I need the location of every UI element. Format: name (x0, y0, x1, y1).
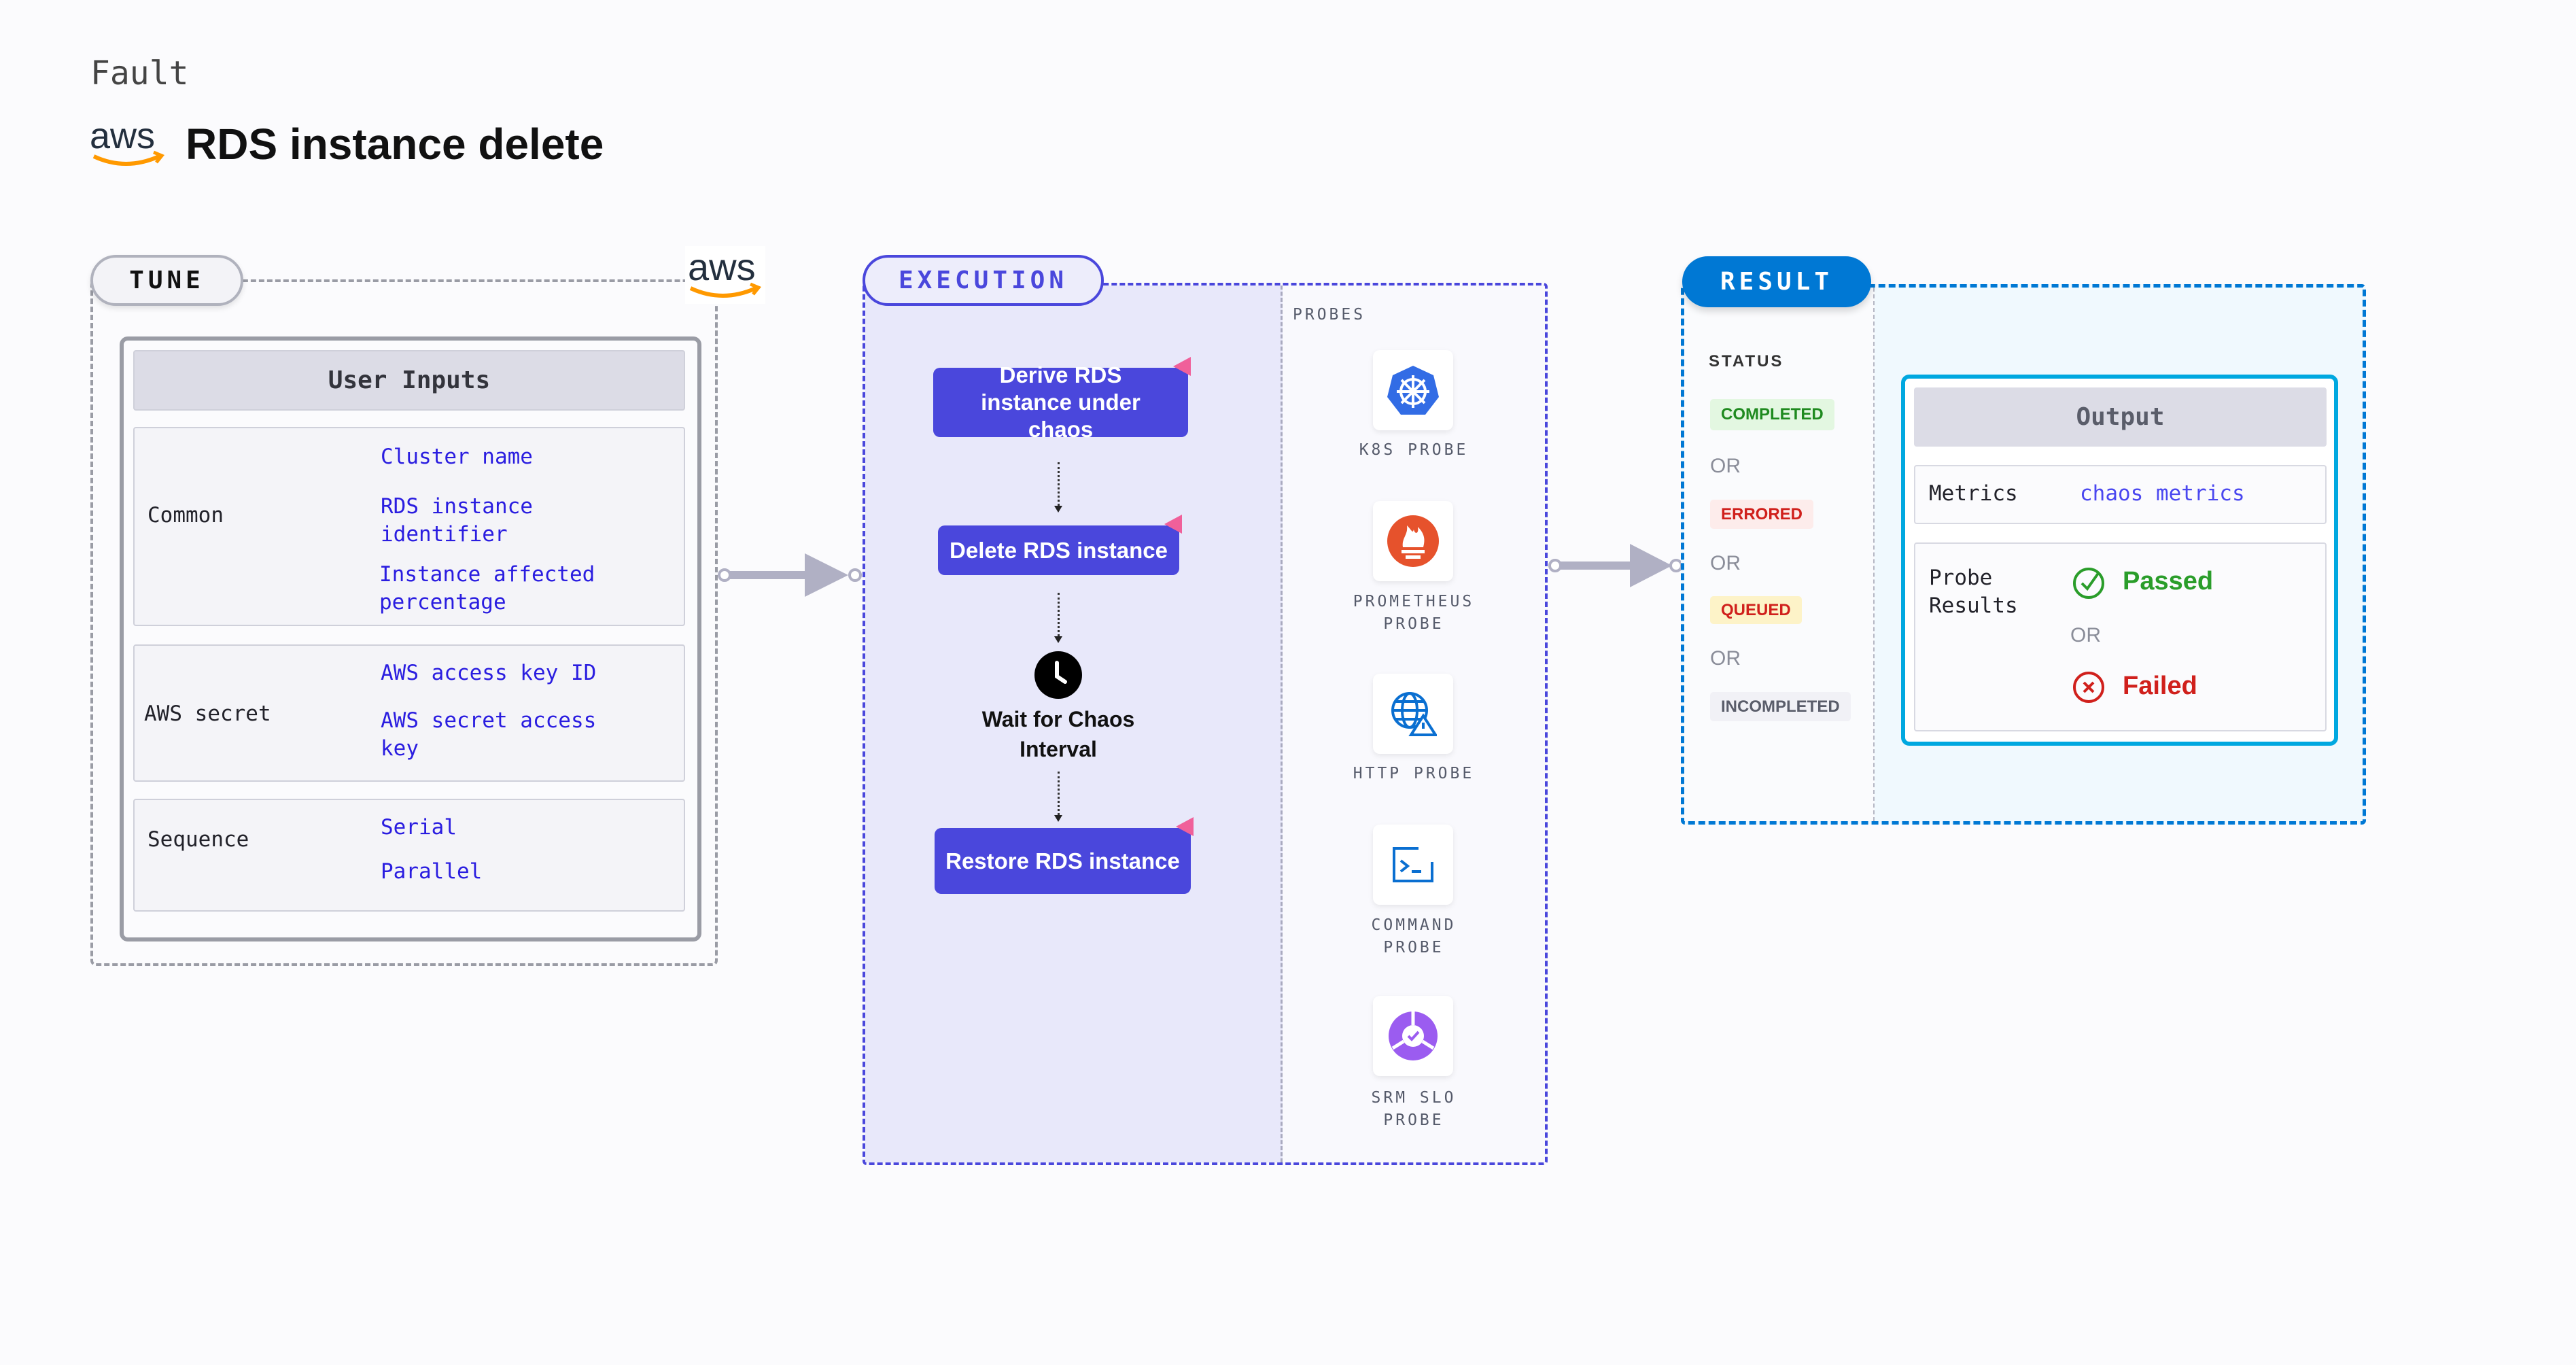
failed-text: Failed (2123, 672, 2197, 700)
metrics-row (1914, 465, 2327, 524)
probe-http[interactable] (1373, 674, 1453, 754)
clock-icon (1034, 651, 1082, 699)
status-badge-incompleted: INCOMPLETED (1710, 692, 1851, 721)
status-badge-queued: QUEUED (1710, 596, 1802, 624)
chaos-fault-icon (1176, 817, 1194, 836)
fault-label: Fault (90, 54, 189, 92)
row-label: Common (147, 503, 224, 528)
status-badge-errored: ERRORED (1710, 500, 1814, 529)
passed-text: Passed (2123, 567, 2214, 595)
output-header: Output (1914, 387, 2327, 447)
flow-arrow (718, 553, 862, 597)
kubernetes-icon (1387, 366, 1439, 415)
row-label: Sequence (147, 827, 249, 852)
svg-text:aws: aws (90, 117, 155, 156)
probe-k8s[interactable] (1373, 350, 1453, 430)
input-row-aws-secret: AWS secret AWS access key ID AWS secret … (133, 644, 685, 782)
row-label: AWS secret (144, 702, 271, 726)
page-title: RDS instance delete (186, 120, 604, 169)
or-text: OR (1710, 552, 1741, 574)
x-circle-icon (2073, 672, 2104, 703)
input-parallel: Parallel (381, 859, 483, 884)
probe-prometheus[interactable] (1373, 501, 1453, 581)
aws-logo: aws (90, 117, 165, 166)
probe-command[interactable] (1373, 825, 1453, 905)
probe-results-row (1914, 542, 2327, 731)
user-inputs-header: User Inputs (133, 350, 685, 411)
flow-arrow (1548, 544, 1683, 587)
input-aws-secret-access-key: AWS secret access key (381, 708, 597, 761)
step-label: Delete RDS instance (950, 537, 1168, 563)
input-row-common: Common Cluster name RDS instance identif… (133, 427, 685, 626)
step-derive-rds-instance[interactable]: Derive RDS instance under chaos (933, 357, 1191, 442)
srm-slo-icon (1389, 1012, 1438, 1060)
or-text: OR (1710, 647, 1741, 670)
prometheus-icon (1387, 515, 1439, 567)
status-label: STATUS (1709, 352, 1784, 370)
execution-label: EXECUTION (863, 255, 1104, 306)
check-circle-icon (2073, 568, 2104, 599)
probe-results-label: Probe Results (1929, 566, 2018, 618)
or-text: OR (1710, 455, 1741, 477)
probe-label: COMMAND PROBE (1371, 916, 1457, 956)
metrics-label: Metrics (1929, 481, 2018, 506)
aws-logo: aws (685, 246, 765, 304)
result-label: RESULT (1682, 256, 1871, 307)
tune-section (90, 279, 718, 966)
flow-connector (1054, 772, 1062, 822)
input-cluster-name: Cluster name (381, 445, 533, 469)
probe-label: K8S PROBE (1359, 441, 1469, 459)
status-badge-completed: COMPLETED (1710, 399, 1834, 430)
input-aws-access-key-id: AWS access key ID (381, 661, 597, 685)
http-globe-icon (1391, 692, 1437, 736)
step-label: Derive RDS instance under chaos (981, 362, 1141, 442)
svg-text:aws: aws (688, 246, 756, 288)
probes-label: PROBES (1293, 306, 1366, 324)
metrics-value: chaos metrics (2080, 481, 2245, 506)
step-delete-rds-instance[interactable]: Delete RDS instance (938, 515, 1182, 575)
probe-label: PROMETHEUS PROBE (1353, 593, 1475, 633)
step-wait-chaos-interval: Wait for Chaos Interval (981, 707, 1135, 761)
input-row-sequence: Sequence Serial Parallel (133, 799, 685, 912)
probe-srm-slo[interactable] (1373, 996, 1453, 1076)
chaos-fault-icon (1173, 357, 1191, 376)
flow-connector (1054, 593, 1062, 643)
flow-connector (1054, 462, 1062, 513)
step-restore-rds-instance[interactable]: Restore RDS instance (935, 817, 1194, 894)
probe-label: HTTP PROBE (1353, 765, 1475, 782)
input-instance-affected-percentage: Instance affected percentage (379, 562, 595, 615)
input-serial: Serial (381, 815, 457, 840)
probe-label: SRM SLO PROBE (1371, 1089, 1457, 1129)
input-rds-instance-identifier: RDS instance identifier (381, 494, 533, 547)
chaos-fault-icon (1164, 515, 1182, 534)
or-text: OR (2070, 624, 2101, 646)
terminal-icon (1393, 847, 1433, 882)
step-label: Restore RDS instance (945, 848, 1180, 874)
tune-label: TUNE (90, 255, 243, 306)
